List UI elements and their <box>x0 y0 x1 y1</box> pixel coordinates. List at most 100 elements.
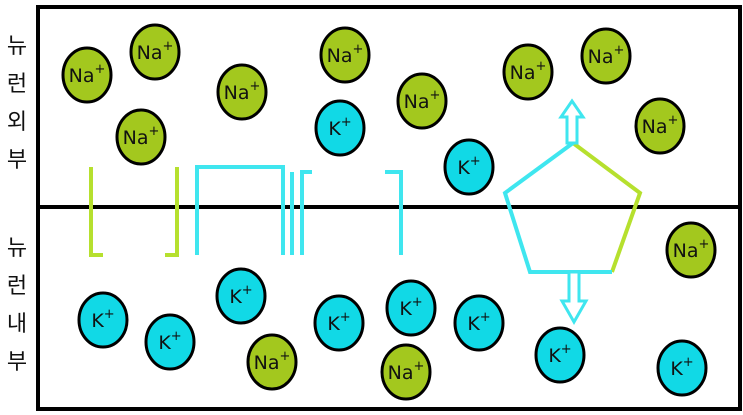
sodium-ion: Na+ <box>396 72 448 130</box>
sodium-ion-symbol: Na <box>388 362 414 384</box>
sodium-ion: Na+ <box>580 27 632 85</box>
potassium-ion-circle <box>144 313 196 371</box>
potassium-ion: K+ <box>77 291 129 349</box>
sodium-ion-symbol: Na <box>69 65 95 87</box>
sodium-ion-label: Na+ <box>137 39 174 64</box>
outside-label-char-1: 뉴 <box>6 34 28 59</box>
sodium-ion-charge: + <box>94 62 105 77</box>
potassium-ion-charge: + <box>480 310 491 325</box>
sodium-ion-circle <box>216 63 268 121</box>
sodium-ion-charge: + <box>613 43 624 58</box>
sodium-channel-right-wall <box>165 167 179 257</box>
potassium-ion: K+ <box>385 279 437 337</box>
sodium-ion-charge: + <box>698 237 709 252</box>
pump-outer-edge <box>571 141 643 273</box>
sodium-ion-charge: + <box>413 359 424 374</box>
potassium-ion-symbol: K <box>328 118 341 140</box>
sodium-ion-symbol: Na <box>224 82 250 104</box>
sodium-ion: Na+ <box>216 63 268 121</box>
potassium-ion-circle <box>314 99 366 157</box>
outward-arrow-icon <box>558 98 586 145</box>
potassium-ion: K+ <box>313 294 365 352</box>
sodium-ion-symbol: Na <box>123 127 149 149</box>
sodium-ion-circle <box>502 43 554 101</box>
potassium-ion-symbol: K <box>229 286 242 308</box>
sodium-ion-circle <box>129 23 181 81</box>
potassium-ion-charge: + <box>242 283 253 298</box>
outside-label-char-2: 런 <box>6 72 28 97</box>
sodium-ion-charge: + <box>352 42 363 57</box>
sodium-ion: Na+ <box>115 108 167 166</box>
potassium-ion-charge: + <box>683 355 694 370</box>
sodium-channel-left-wall <box>89 167 103 257</box>
sodium-ion-circle <box>115 108 167 166</box>
potassium-ion-label: K+ <box>328 115 351 140</box>
potassium-ion-label: K+ <box>91 307 114 332</box>
potassium-ion-symbol: K <box>457 157 470 179</box>
sodium-channel <box>89 167 179 257</box>
sodium-ion-charge: + <box>667 113 678 128</box>
sodium-ion-circle <box>580 27 632 85</box>
potassium-channel-gate <box>195 165 285 255</box>
potassium-ion-circle <box>385 279 437 337</box>
sodium-ion-circle <box>319 26 371 84</box>
potassium-ion-symbol: K <box>158 332 171 354</box>
sodium-ion-symbol: Na <box>642 116 668 138</box>
sodium-ion: Na+ <box>129 23 181 81</box>
sodium-ion-label: Na+ <box>388 359 425 384</box>
potassium-ion-symbol: K <box>91 310 104 332</box>
sodium-ion-circle <box>396 72 448 130</box>
outside-neuron-label: 뉴 런 외 부 <box>2 28 32 180</box>
inside-label-char-1: 뉴 <box>6 236 28 261</box>
sodium-ion-label: Na+ <box>69 62 106 87</box>
potassium-ion-circle <box>453 294 505 352</box>
sodium-ion: Na+ <box>246 333 298 391</box>
sodium-ion-label: Na+ <box>224 79 261 104</box>
potassium-ion-charge: + <box>561 342 572 357</box>
potassium-ion-charge: + <box>340 310 351 325</box>
potassium-ion: K+ <box>656 339 708 397</box>
potassium-channel <box>195 165 403 255</box>
sodium-ion-label: Na+ <box>510 59 547 84</box>
sodium-ion-charge: + <box>162 39 173 54</box>
potassium-ion-circle <box>443 138 495 196</box>
sodium-ion-circle <box>380 343 432 401</box>
outside-label-char-3: 외 <box>6 110 28 135</box>
sodium-ion-symbol: Na <box>327 45 353 67</box>
potassium-ion-symbol: K <box>467 313 480 335</box>
inside-label-char-3: 내 <box>6 312 28 337</box>
sodium-ion-charge: + <box>148 124 159 139</box>
potassium-ion-charge: + <box>171 329 182 344</box>
sodium-ion-label: Na+ <box>123 124 160 149</box>
potassium-ion-circle <box>77 291 129 349</box>
outside-label-char-4: 부 <box>6 148 28 173</box>
potassium-ion-charge: + <box>470 154 481 169</box>
potassium-ion-circle <box>534 326 586 384</box>
potassium-ion-label: K+ <box>229 283 252 308</box>
potassium-ion-charge: + <box>104 307 115 322</box>
sodium-ion-circle <box>665 221 717 279</box>
sodium-ion-symbol: Na <box>588 46 614 68</box>
sodium-ion: Na+ <box>634 97 686 155</box>
inside-label-char-4: 부 <box>6 350 28 375</box>
sodium-potassium-pump <box>502 98 643 326</box>
sodium-ion-symbol: Na <box>404 91 430 113</box>
sodium-ion-label: Na+ <box>588 43 625 68</box>
potassium-ion: K+ <box>534 326 586 384</box>
sodium-ion-label: Na+ <box>642 113 679 138</box>
potassium-ion-symbol: K <box>548 345 561 367</box>
potassium-ion: K+ <box>443 138 495 196</box>
potassium-ion-label: K+ <box>327 310 350 335</box>
sodium-ion-symbol: Na <box>254 352 280 374</box>
sodium-ion-label: Na+ <box>254 349 291 374</box>
inside-neuron-label: 뉴 런 내 부 <box>2 230 32 382</box>
sodium-ion-label: Na+ <box>327 42 364 67</box>
potassium-ion-label: K+ <box>457 154 480 179</box>
sodium-ion-charge: + <box>429 88 440 103</box>
potassium-ion: K+ <box>314 99 366 157</box>
potassium-channel-wall-mid <box>300 170 312 255</box>
potassium-ion-charge: + <box>412 295 423 310</box>
inward-arrow-icon <box>559 270 589 326</box>
potassium-ion-symbol: K <box>670 358 683 380</box>
potassium-ion-symbol: K <box>399 298 412 320</box>
